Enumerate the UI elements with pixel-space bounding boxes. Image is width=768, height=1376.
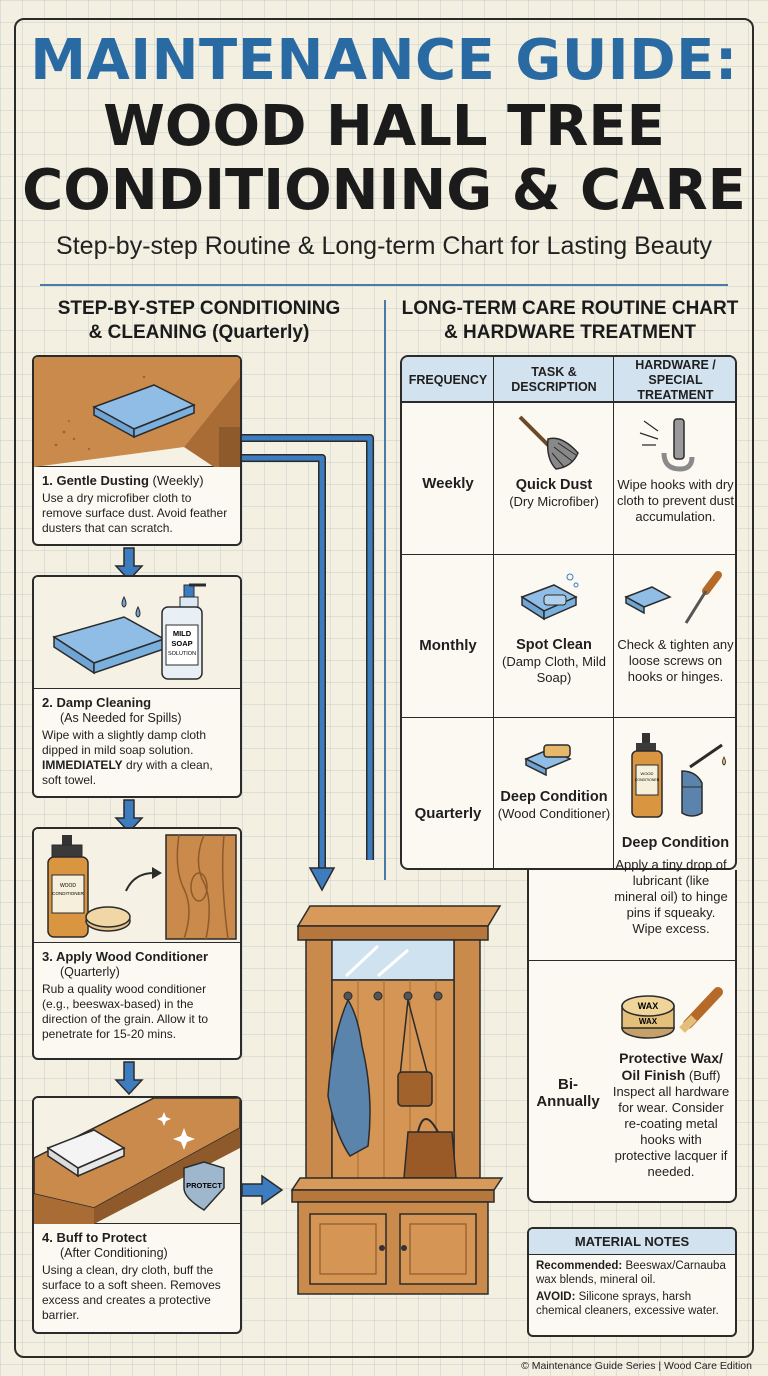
step-2-sub: (As Needed for Spills) <box>60 711 182 725</box>
title-line-3: CONDITIONING & CARE <box>22 158 746 223</box>
wax-tin-and-brush-icon: WAX WAX <box>621 987 723 1039</box>
material-notes-heading: MATERIAL NOTES <box>529 1229 735 1255</box>
step-1-title: 1. Gentle Dusting <box>42 473 149 488</box>
step-2-body-2: dry with a clean, soft towel. <box>42 758 213 787</box>
material-notes-box: MATERIAL NOTES Recommended: Beeswax/Carn… <box>527 1227 737 1337</box>
task-quarterly-title: Deep Condition <box>500 789 608 805</box>
sponge-icon <box>520 573 579 621</box>
column-divider <box>384 300 386 880</box>
recommended-text: Beeswax/Carnauba wax blends, mineral oil… <box>536 1260 726 1286</box>
step-2-title: 2. Damp Cleaning <box>42 695 152 710</box>
oil-can-icon: WOOD CONDITIONER <box>631 733 726 818</box>
title-line-2: WOOD HALL TREE <box>103 94 665 159</box>
protect-shield-label: PROTECT <box>186 1181 222 1190</box>
task-weekly-detail: (Dry Microfiber) <box>509 494 599 509</box>
care-routine-table: FREQUENCY TASK & DESCRIPTION HARDWARE / … <box>400 355 737 870</box>
step-card-3: WOOD CONDITIONER 3. Apply Wood Condition… <box>32 827 242 1060</box>
column-header-task: TASK & DESCRIPTION <box>511 365 597 394</box>
hardware-bi-annual-body: Inspect all hardware for wear. Consider … <box>612 1084 730 1179</box>
svg-text:CONDITIONER: CONDITIONER <box>635 778 660 782</box>
coat-hook-icon <box>639 418 695 472</box>
step-card-1: 1. Gentle Dusting (Weekly) Use a dry mic… <box>32 355 242 546</box>
svg-text:CONDITIONER: CONDITIONER <box>52 891 84 896</box>
step-card-2: MILD SOAP SOLUTION 2. Damp Cleaning (As … <box>32 575 242 798</box>
screwdriver-icon <box>624 571 722 624</box>
hardware-monthly: Check & tighten any loose screws on hook… <box>617 637 734 684</box>
buffing-illustration: PROTECT <box>34 1098 240 1224</box>
subtitle: Step-by-step Routine & Long-term Chart f… <box>56 232 712 260</box>
step-1-body: Use a dry microfiber cloth to remove sur… <box>42 491 228 535</box>
right-section-heading: LONG-TERM CARE ROUTINE CHART & HARDWARE … <box>401 298 739 343</box>
step-3-sub: (Quarterly) <box>60 965 120 979</box>
frequency-bi-annually: Bi-Annually <box>536 1076 600 1110</box>
task-weekly-title: Quick Dust <box>515 477 593 493</box>
svg-text:SOLUTION: SOLUTION <box>168 651 196 657</box>
header-divider <box>40 284 728 286</box>
frequency-monthly: Monthly <box>419 637 477 654</box>
dusting-illustration <box>34 357 240 467</box>
table-header <box>402 357 735 403</box>
conditioner-illustration: WOOD CONDITIONER <box>34 829 240 943</box>
hardware-weekly: Wipe hooks with dry cloth to prevent dus… <box>616 477 735 524</box>
recommended-label: Recommended: <box>536 1260 623 1272</box>
avoid-label: AVOID: <box>536 1291 576 1303</box>
task-monthly-detail: (Damp Cloth, Mild Soap) <box>501 654 607 685</box>
wax-tin-label-top: WAX <box>638 1001 659 1011</box>
task-weekly: Quick Dust (Dry Microfiber) <box>494 477 614 510</box>
step-3-body: Rub a quality wood conditioner (e.g., be… <box>42 982 209 1041</box>
soap-bottle-label: MILD <box>173 629 192 638</box>
step-3-title: 3. Apply Wood Conditioner <box>42 949 209 964</box>
step-card-4: PROTECT 4. Buff to Protect (After Condit… <box>32 1096 242 1334</box>
step-1-frequency: (Weekly) <box>152 473 204 488</box>
frequency-quarterly: Quarterly <box>414 805 482 822</box>
task-monthly-title: Spot Clean <box>516 637 592 653</box>
task-quarterly-detail: (Wood Conditioner) <box>497 806 611 821</box>
column-header-hardware: HARDWARE / SPECIAL TREATMENT <box>635 357 716 402</box>
left-section-heading: STEP-BY-STEP CONDITIONING & CLEANING (Qu… <box>57 298 341 343</box>
step-2-body: Wipe with a slightly damp cloth dipped i… <box>42 728 207 757</box>
frequency-weekly: Weekly <box>422 475 474 492</box>
hardware-quarterly: Deep Condition <box>616 835 735 852</box>
footer-credit: © Maintenance Guide Series | Wood Care E… <box>521 1360 752 1372</box>
hardware-bi-annual-title: Protective Wax/ Oil Finish <box>619 1050 723 1083</box>
step-4-body: Using a clean, dry cloth, buff the surfa… <box>42 1263 221 1322</box>
hardware-quarterly-title: Deep Condition <box>621 835 730 851</box>
column-header-frequency: FREQUENCY <box>408 372 488 387</box>
step-2-emphasis: IMMEDIATELY <box>42 758 123 772</box>
svg-text:WOOD: WOOD <box>60 883 76 889</box>
step-4-sub: (After Conditioning) <box>60 1246 168 1260</box>
svg-text:WAX: WAX <box>639 1017 658 1026</box>
svg-text:WOOD: WOOD <box>641 771 654 776</box>
hardware-bi-annual: Protective Wax/ Oil Finish (Buff) Inspec… <box>612 1050 730 1180</box>
page-frame <box>14 18 754 1358</box>
task-monthly: Spot Clean (Damp Cloth, Mild Soap) <box>494 637 614 686</box>
bi-annual-divider <box>527 960 737 961</box>
hardware-bi-annual-paren: (Buff) <box>688 1068 721 1083</box>
hall-tree-illustration <box>290 905 504 1295</box>
step-4-title: 4. Buff to Protect <box>42 1230 147 1245</box>
task-quarterly: Deep Condition (Wood Conditioner) <box>494 789 614 822</box>
feather-duster-icon <box>518 415 579 470</box>
hardware-quarterly-body: Apply a tiny drop of lubricant (like min… <box>614 857 728 936</box>
avoid-text: Silicone sprays, harsh chemical cleaners… <box>536 1291 719 1317</box>
cloth-and-wax-icon <box>524 744 572 777</box>
svg-text:SOAP: SOAP <box>171 639 192 648</box>
damp-cleaning-illustration: MILD SOAP SOLUTION <box>34 577 240 689</box>
title-line-1: MAINTENANCE GUIDE: <box>30 28 738 93</box>
